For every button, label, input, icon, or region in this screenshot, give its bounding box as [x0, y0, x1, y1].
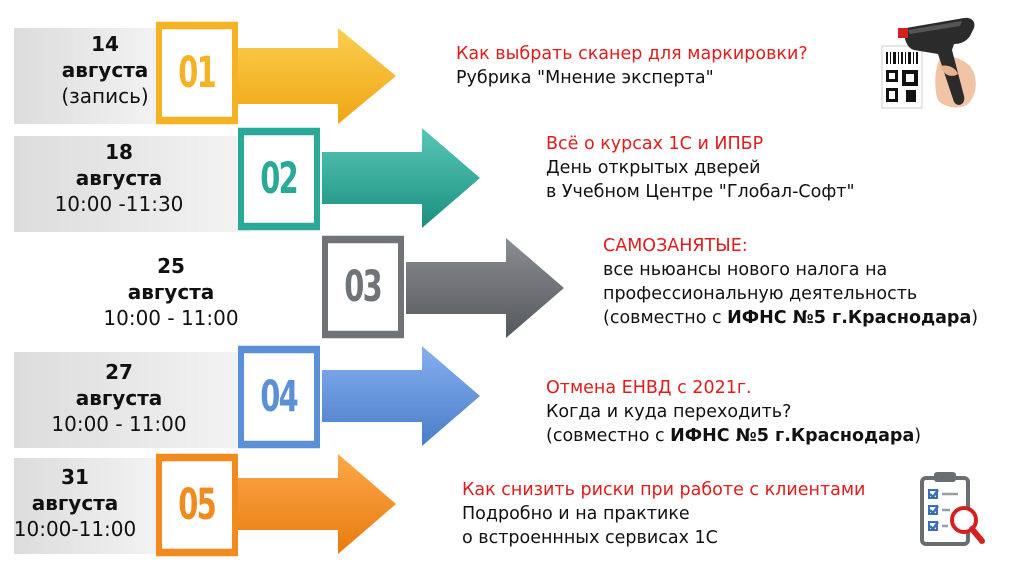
partner-prefix: (совместно с: [603, 308, 728, 328]
event-info-4: Отмена ЕНВД с 2021г. Когда и куда перехо…: [546, 376, 921, 448]
date-month: августа: [75, 166, 163, 190]
date-background-1: [14, 28, 164, 124]
partner-name: ИФНС №5 г.Краснодара: [727, 308, 972, 328]
event-info-2: Всё о курсах 1С и ИПБР День открытых две…: [546, 132, 855, 204]
event-description: Подробно и на практике: [462, 504, 690, 524]
step-number-box-3: 03: [322, 235, 404, 339]
date-month: августа: [127, 280, 215, 304]
date-background-5: [14, 458, 164, 554]
date-month: августа: [75, 386, 163, 410]
event-description: в Учебном Центре "Глобал-Софт": [546, 182, 855, 202]
date-time: 10:00 -11:30: [54, 192, 184, 216]
date-day: 25: [157, 254, 185, 278]
date-block-4: 27 августа 10:00 - 11:00: [14, 359, 224, 437]
event-partner-line: (совместно с ИФНС №5 г.Краснодара): [546, 424, 921, 448]
step-number: 03: [344, 262, 384, 312]
date-day: 31: [61, 465, 89, 489]
event-title: Отмена ЕНВД с 2021г.: [546, 378, 752, 398]
step-number-box-5: 05: [156, 453, 238, 557]
event-title: Как снизить риски при работе с клиентами: [462, 480, 866, 500]
step-number: 02: [260, 154, 300, 204]
event-description: Рубрика "Мнение эксперта": [456, 68, 714, 88]
step-number: 04: [260, 372, 300, 422]
step-number: 01: [178, 48, 218, 98]
date-block-1: 14 августа (запись): [0, 31, 210, 109]
partner-suffix: ): [914, 426, 922, 446]
event-partner-line: (совместно с ИФНС №5 г.Краснодара): [603, 306, 978, 330]
step-number: 05: [178, 480, 218, 530]
partner-prefix: (совместно с: [546, 426, 671, 446]
date-day: 27: [105, 360, 133, 384]
event-info-5: Как снизить риски при работе с клиентами…: [462, 478, 865, 550]
arrow-shape-2: [322, 128, 480, 228]
event-description: профессиональную деятельность: [603, 284, 918, 304]
partner-suffix: ): [971, 308, 979, 328]
event-title: Как выбрать сканер для маркировки?: [456, 44, 808, 64]
step-number-box-1: 01: [156, 21, 238, 125]
event-description: о встроеннных сервисах 1С: [462, 528, 718, 548]
event-info-1: Как выбрать сканер для маркировки? Рубри…: [456, 42, 808, 90]
arrow-shape-3: [406, 238, 564, 338]
date-time: (запись): [61, 84, 149, 108]
date-time: 10:00-11:00: [13, 517, 137, 541]
event-title: САМОЗАНЯТЫЕ:: [603, 236, 748, 256]
date-day: 18: [105, 140, 133, 164]
step-number-box-4: 04: [238, 345, 320, 449]
arrow-shape-4: [322, 346, 480, 446]
date-time: 10:00 - 11:00: [103, 306, 239, 330]
date-time: 10:00 - 11:00: [51, 412, 187, 436]
date-block-5: 31 августа 10:00-11:00: [0, 464, 180, 542]
date-month: августа: [31, 491, 119, 515]
date-block-3: 25 августа 10:00 - 11:00: [66, 253, 276, 331]
event-info-3: САМОЗАНЯТЫЕ: все ньюансы нового налога н…: [603, 234, 978, 330]
arrow-shape-1: [238, 28, 396, 124]
date-background-2: [14, 136, 250, 232]
arrow-shape-5: [238, 454, 396, 554]
date-background-4: [14, 352, 250, 448]
barcode-scanner-icon: [881, 17, 976, 109]
event-description: все ньюансы нового налога на: [603, 260, 888, 280]
event-title: Всё о курсах 1С и ИПБР: [546, 134, 764, 154]
step-number-box-2: 02: [238, 127, 320, 231]
event-description: Когда и куда переходить?: [546, 402, 792, 422]
checklist-magnifier-icon: [920, 472, 985, 546]
date-block-2: 18 августа 10:00 -11:30: [14, 139, 224, 217]
partner-name: ИФНС №5 г.Краснодара: [670, 426, 915, 446]
event-description: День открытых дверей: [546, 158, 761, 178]
date-month: августа: [61, 58, 149, 82]
date-day: 14: [91, 32, 119, 56]
